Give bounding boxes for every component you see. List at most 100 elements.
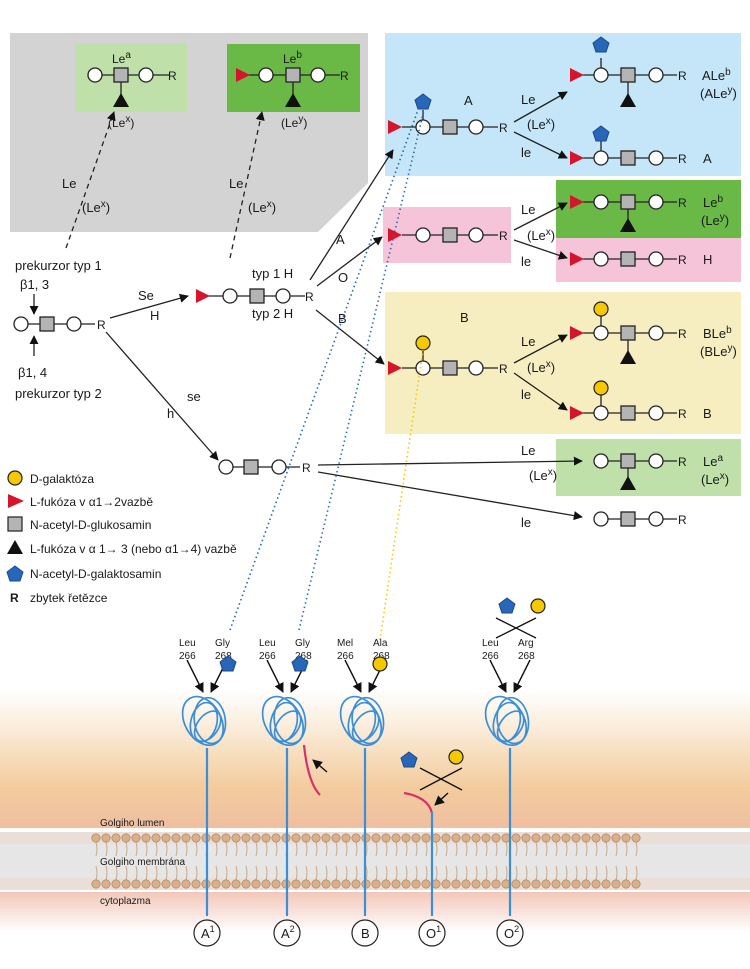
cytoplasm-label: cytoplazma: [100, 896, 151, 907]
aleb-label: ALeb: [702, 67, 731, 83]
allele-circle: [193, 919, 221, 947]
lea-structure: R Lea (Lex): [87, 50, 177, 130]
h-result-label: H: [703, 252, 712, 267]
se-label: Se: [138, 288, 154, 303]
ley-title: (Ley): [281, 114, 307, 130]
aleb-chain: R: [570, 36, 687, 107]
yellow-panel: [385, 292, 741, 434]
beta13-label: β1, 3: [20, 277, 49, 292]
le-rec-label-o: le: [521, 254, 531, 269]
blue-panel: [385, 33, 741, 176]
legend-galactose-text: D-galaktóza: [30, 472, 94, 486]
a-result-chain: R: [570, 125, 687, 166]
bleb-label: BLeb: [703, 325, 732, 341]
precursor-hh-chain: R: [218, 459, 311, 475]
b-result-label: B: [703, 406, 712, 421]
legend-r-symbol: R: [10, 591, 19, 605]
le-rec-label-a: le: [521, 145, 531, 160]
a-result-label: A: [703, 151, 712, 166]
allele-circle: [273, 919, 301, 947]
r-label: R: [678, 253, 687, 267]
h-antigen-chain: R: [196, 288, 314, 304]
aa1-label: Leu: [482, 638, 499, 649]
membrane-bilayer: [0, 832, 750, 890]
r-label: R: [305, 290, 314, 304]
arrow2-le-label: Le: [229, 176, 243, 191]
a-branch-label: A: [336, 232, 345, 247]
le-rec-label-b: le: [521, 387, 531, 402]
r-label: R: [678, 407, 687, 421]
precursor-chain: R: [13, 316, 106, 332]
se-rec-label: se: [187, 389, 201, 404]
galnac-icon: [498, 597, 516, 614]
allele-label: O2: [504, 924, 519, 941]
aa1-position: 266: [179, 651, 196, 662]
aa2-label: Arg: [518, 638, 534, 649]
precursor-type2-label: prekurzor typ 2: [15, 386, 102, 401]
lex-label-a: (Lex): [527, 116, 555, 132]
arrow-le-label: Le: [62, 176, 76, 191]
typ2h-label: typ 2 H: [252, 306, 293, 321]
aa1-position: 266: [337, 651, 354, 662]
lea-right-chain: R: [593, 453, 687, 490]
o-branch-label: O: [338, 270, 348, 285]
aa2-label: Gly: [215, 638, 230, 649]
legend-fucose12-symbol: [8, 494, 24, 508]
a-antigen-chain: R: [388, 93, 508, 135]
le-label-a: Le: [521, 92, 535, 107]
aley-label: (ALey): [700, 85, 737, 101]
leb-right-box: [556, 180, 741, 238]
a2-extension: [302, 744, 321, 796]
le-label-o: Le: [521, 202, 535, 217]
r-label: R: [499, 121, 508, 135]
legend-galnac-symbol: [6, 565, 24, 582]
aa1-label: Mel: [337, 638, 353, 649]
leb-structure: R Leb (Ley): [236, 50, 349, 130]
aa2-position: 268: [518, 651, 535, 662]
lea-negative-chain: R: [593, 511, 687, 527]
allele-label: A1: [201, 924, 215, 941]
aa2-position: 268: [295, 651, 312, 662]
aa2-position: 268: [215, 651, 232, 662]
aa1-position: 266: [259, 651, 276, 662]
allele-circle: [351, 919, 379, 947]
r-label: R: [678, 196, 687, 210]
lex-label-b: (Lex): [527, 359, 555, 375]
arrow-se-recessive: [105, 331, 219, 461]
b-result-chain: R: [570, 380, 687, 421]
legend-galactose-symbol: [7, 470, 23, 486]
dashed-arrow-lea: [65, 111, 116, 249]
legend: D-galaktóza L-fukóza v α1→2vazbě N-acety…: [6, 470, 237, 605]
legend-fucose13-symbol: [7, 540, 23, 554]
leb-right-chain: R: [570, 194, 687, 232]
galnac-icon: [219, 655, 237, 672]
aa1-label: Leu: [179, 638, 196, 649]
lex-label-o: (Lex): [527, 227, 555, 243]
legend-glcnac-text: N-acetyl-D-glukosamin: [30, 518, 151, 532]
galactose-icon: [530, 598, 546, 614]
r-label: R: [499, 362, 508, 376]
r-label: R: [678, 455, 687, 469]
b-branch-label: B: [338, 311, 347, 326]
arrow-to-A: [309, 149, 394, 281]
arrow-lex-label: (Lex): [82, 199, 110, 215]
aa2-label: Ala: [373, 638, 388, 649]
lea-title: Lea: [112, 50, 131, 66]
bleb-chain: R: [570, 301, 687, 364]
h-result-chain: R: [570, 251, 687, 267]
aa1-position: 266: [482, 651, 499, 662]
ley-right-label: (Ley): [701, 212, 729, 228]
typ1h-label: typ 1 H: [252, 266, 293, 281]
lex-label-n: (Lex): [529, 467, 557, 483]
golgi-membrane-label: Golgiho membrána: [100, 857, 185, 868]
h-label: H: [150, 308, 159, 323]
arrow-se: [109, 293, 189, 319]
lex-right-label: (Lex): [701, 471, 729, 487]
r-label: R: [168, 69, 177, 83]
legend-fucose12-text: L-fukóza v α1→2vazbě: [30, 495, 153, 509]
galnac-icon: [291, 655, 309, 672]
r-label: R: [340, 69, 349, 83]
o-antigen-chain: R: [388, 227, 508, 243]
